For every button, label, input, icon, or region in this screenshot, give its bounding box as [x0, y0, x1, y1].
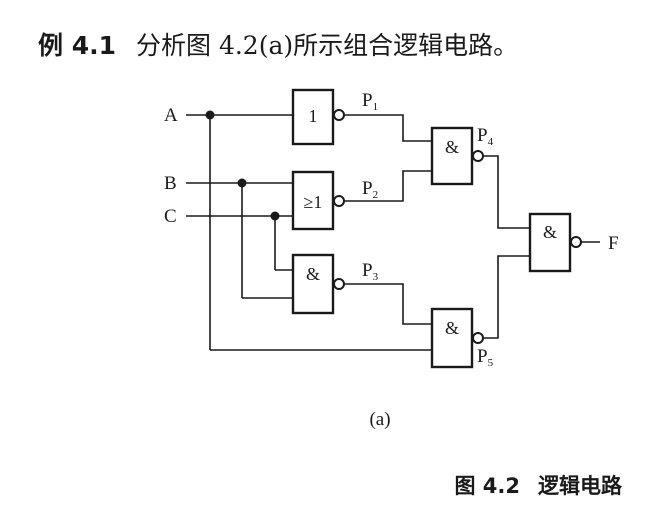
example-heading: 例 4.1 分析图 4.2(a)所示组合逻辑电路。 — [38, 26, 518, 62]
gate-symbol-and-5: & — [445, 318, 459, 338]
nand-gate-4-bubble — [472, 150, 484, 162]
input-label-a: A — [164, 105, 178, 126]
signal-label-p1: P1 — [362, 90, 378, 113]
gate-symbol-and-3: & — [306, 264, 320, 284]
wire-p4 — [483, 155, 530, 229]
figure-number: 图 4.2 — [454, 474, 520, 498]
or-gate-bubble — [333, 195, 345, 207]
signal-label-p4: P4 — [477, 125, 494, 148]
or-gate — [291, 170, 335, 231]
junction-b — [237, 178, 247, 188]
input-label-b: B — [164, 173, 177, 194]
signal-label-p3: P3 — [362, 260, 379, 283]
gate-symbol-and-4: & — [445, 137, 459, 157]
example-text: 分析图 4.2(a)所示组合逻辑电路。 — [136, 31, 519, 60]
signal-label-p5: P5 — [477, 346, 494, 369]
input-label-c: C — [164, 206, 177, 227]
gate-symbol-and-6: & — [543, 222, 557, 242]
nand-gate-6-bubble — [570, 236, 582, 248]
figure-title: 逻辑电路 — [538, 474, 622, 498]
wire-p3 — [344, 283, 432, 325]
junction-a — [205, 110, 215, 120]
nand-gate-5-bubble — [472, 332, 484, 344]
signal-label-p2: P2 — [362, 178, 378, 201]
figure-sublabel: (a) — [369, 409, 390, 430]
nand-gate-3-bubble — [333, 278, 345, 290]
wire-p1 — [344, 114, 432, 142]
wire-p5 — [483, 255, 530, 339]
gate-symbol-not: 1 — [309, 106, 318, 126]
wire-p2 — [344, 170, 432, 202]
junction-c — [270, 211, 280, 221]
figure-caption: 图 4.2 逻辑电路 — [454, 470, 622, 500]
not-gate — [291, 88, 335, 146]
output-label-f: F — [608, 233, 619, 254]
gate-symbol-or: ≥1 — [304, 192, 323, 212]
not-gate-bubble — [333, 109, 345, 121]
nand-gate-6 — [528, 212, 572, 273]
example-number: 例 4.1 — [38, 31, 116, 60]
